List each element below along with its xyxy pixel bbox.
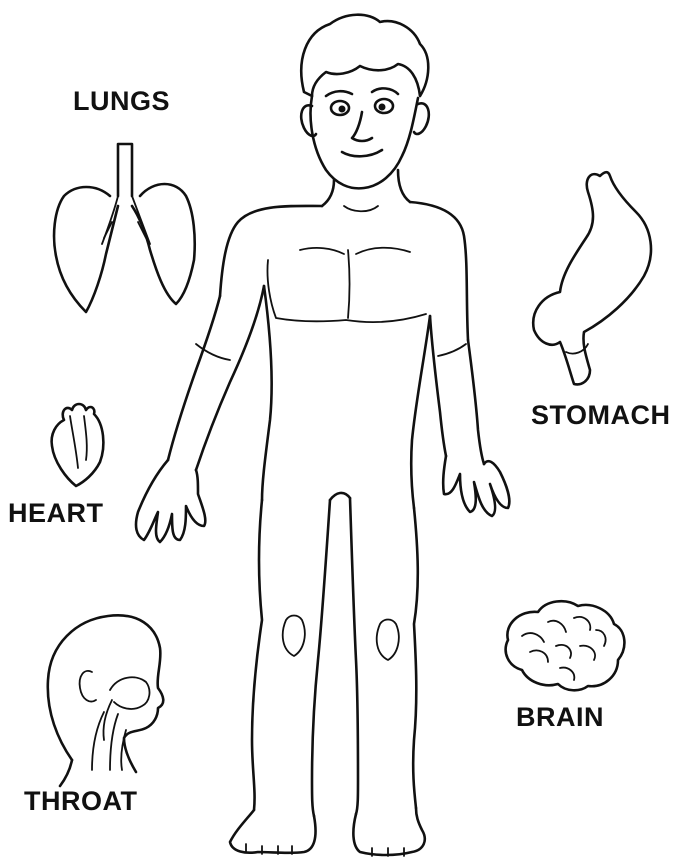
lungs-label: LUNGS — [73, 86, 170, 117]
brain-label: BRAIN — [516, 702, 604, 733]
stomach-icon — [533, 172, 651, 384]
lungs-icon — [54, 144, 195, 312]
stomach-label: STOMACH — [531, 400, 671, 431]
heart-icon — [52, 404, 104, 486]
throat-label: THROAT — [24, 786, 137, 817]
brain-icon — [506, 601, 625, 690]
human-body-figure — [136, 15, 509, 856]
heart-label: HEART — [8, 498, 104, 529]
throat-icon — [48, 615, 163, 786]
